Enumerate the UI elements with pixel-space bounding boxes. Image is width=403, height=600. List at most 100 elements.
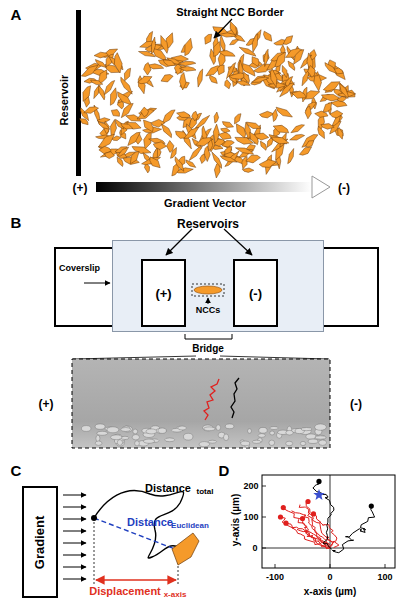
callout-text: Straight NCC Border xyxy=(176,7,284,18)
cell-shape xyxy=(252,34,258,53)
micrograph-cell xyxy=(248,429,252,434)
gradient-arrow xyxy=(63,567,86,568)
micrograph-cell xyxy=(143,439,154,443)
cell-shape xyxy=(172,533,199,565)
cell-shape xyxy=(121,103,133,117)
node-text: (-) xyxy=(249,286,262,301)
cell-track xyxy=(297,529,330,548)
tick-label: 0 xyxy=(252,544,257,553)
tick-label: 0 xyxy=(327,573,332,582)
cell-shape xyxy=(282,75,295,85)
panel-letter: A xyxy=(11,7,22,22)
cell-shape xyxy=(189,115,197,129)
micrograph-cell xyxy=(116,440,124,446)
micrograph-cell xyxy=(216,425,221,431)
cell-cluster xyxy=(80,21,356,178)
cell-shape xyxy=(117,100,123,109)
tick xyxy=(330,564,331,568)
cell-shape xyxy=(161,124,171,138)
cell-shape xyxy=(180,73,187,91)
micrograph-cell xyxy=(107,427,119,433)
start-dot xyxy=(91,515,97,521)
track-end xyxy=(369,504,374,509)
micrograph-cell xyxy=(95,424,105,429)
cell-shape xyxy=(81,65,98,76)
cell-shape xyxy=(277,83,287,92)
guide-line xyxy=(94,518,95,584)
cell-shape xyxy=(123,157,139,164)
cell-shape xyxy=(305,106,311,119)
cell-shape xyxy=(235,114,242,124)
cell-shape xyxy=(239,60,243,81)
cell-shape xyxy=(252,57,259,67)
cell-shape xyxy=(224,152,238,158)
cell-shape xyxy=(204,146,210,162)
micrograph-cell xyxy=(96,435,100,441)
cell-shape xyxy=(320,95,330,102)
micrograph-cell xyxy=(315,424,327,430)
cell-shape xyxy=(315,111,328,117)
cell-shape xyxy=(302,87,307,102)
cell-shape xyxy=(178,61,196,65)
micrograph-cell xyxy=(158,428,166,433)
bridge-bracket xyxy=(185,334,232,339)
cell-shape xyxy=(280,45,285,55)
cell-shape xyxy=(236,81,250,86)
tick xyxy=(262,517,266,518)
cell-shape xyxy=(175,168,193,173)
cell-shape xyxy=(222,141,234,148)
micrograph-cell xyxy=(138,441,149,447)
cell-shape xyxy=(144,76,154,87)
cell-shape xyxy=(312,98,317,109)
tick xyxy=(262,548,266,549)
cell-shape xyxy=(213,124,219,143)
cell-shape xyxy=(273,109,278,121)
zoom-line xyxy=(220,356,329,359)
cell-shape xyxy=(267,137,274,147)
coverslip-box: Coverslip(+)(-) xyxy=(112,240,324,332)
cell-shape xyxy=(121,77,132,94)
displacement-arrow xyxy=(96,579,176,581)
cell-shape xyxy=(121,124,133,130)
cell-shape xyxy=(306,141,314,147)
cell-shape xyxy=(333,68,343,74)
cell-shape xyxy=(276,151,281,169)
cell-shape xyxy=(105,152,115,159)
cell-shape xyxy=(291,125,305,133)
cell-shape xyxy=(192,139,201,150)
micrograph-cell xyxy=(301,428,312,431)
measure-label: Distance xyxy=(145,483,191,494)
cell-shape xyxy=(175,66,186,73)
measure-subscript: Euclidean xyxy=(171,522,209,530)
cell-shape xyxy=(246,144,255,151)
micrograph-cell xyxy=(269,440,275,445)
micrograph-cell xyxy=(97,431,108,435)
micrograph-cell xyxy=(148,439,159,443)
cell-shape xyxy=(328,60,335,68)
cell-shape xyxy=(214,42,221,57)
cell-shape xyxy=(142,157,161,164)
micrograph-cell xyxy=(258,438,263,443)
cell-shape xyxy=(116,153,127,159)
cell-shape xyxy=(330,110,343,118)
cell-shape xyxy=(284,77,293,89)
cell-shape xyxy=(330,121,341,134)
micrograph-cell xyxy=(114,438,124,444)
cell-shape xyxy=(245,135,263,140)
cell-shape xyxy=(325,84,337,93)
cell-shape xyxy=(217,65,224,75)
micrograph-cell xyxy=(178,426,187,430)
cell-shape xyxy=(134,133,142,144)
cell-shape xyxy=(121,121,128,135)
micrograph-cell xyxy=(142,428,152,433)
micrograph-cell xyxy=(119,437,125,441)
cell-shape xyxy=(132,147,151,154)
cell-shape xyxy=(141,107,149,117)
cell-shape xyxy=(271,137,289,144)
measure-label: Displacement xyxy=(89,586,161,597)
cell-shape xyxy=(186,160,196,168)
micrograph-cell xyxy=(245,441,250,447)
cell-shape xyxy=(98,134,114,147)
cell-shape xyxy=(152,37,156,54)
cell-shape xyxy=(235,137,254,144)
